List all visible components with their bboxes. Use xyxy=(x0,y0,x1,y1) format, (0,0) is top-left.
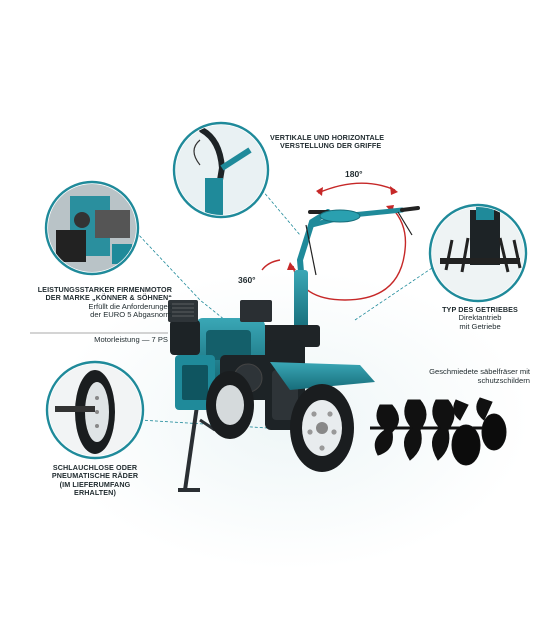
machine-body xyxy=(168,206,420,492)
gearbox-callout: TYP DES GETRIEBES Direktantrieb mit Getr… xyxy=(428,305,532,332)
wheels-line2: PNEUMATISCHE RÄDER xyxy=(51,471,139,481)
handles-title-line1: VERTIKALE UND HORIZONTALE xyxy=(270,133,385,142)
motor-detail-circle xyxy=(44,180,140,276)
motor-desc-line1: Erfüllt die Anforderungen xyxy=(88,301,172,311)
rotation-arrows xyxy=(261,182,407,301)
tiller-blades xyxy=(370,397,507,466)
motor-title-line2: DER MARKE „KÖNNER & SÖHNEN“ xyxy=(45,293,172,303)
wheels-callout: SCHLAUCHLOSE ODER PNEUMATISCHE RÄDER (IM… xyxy=(28,463,162,497)
angle-left-label: 360° xyxy=(238,275,256,285)
motor-power: Motorleistung — 7 PS xyxy=(94,335,168,344)
gearbox-desc-line1: Direktantrieb xyxy=(458,313,502,323)
rear-wheel xyxy=(290,384,354,472)
wheels-line3: (IM LIEFERUMFANG xyxy=(59,479,131,489)
motor-desc-line2: der EURO 5 Abgasnorm xyxy=(90,310,172,320)
tillers-callout: Geschmiedete säbelfräser mit schutzschil… xyxy=(396,367,530,385)
wheel-detail-circle xyxy=(45,360,145,460)
handles-detail-circle xyxy=(172,121,270,219)
wheels-line1: SCHLAUCHLOSE ODER xyxy=(52,463,138,472)
motor-title-line1: LEISTUNGSSTARKER FIRMENMOTOR xyxy=(37,285,172,294)
wheels-line4: ERHALTEN) xyxy=(74,487,116,497)
gearbox-title: TYP DES GETRIEBES xyxy=(442,305,518,314)
gearbox-detail-circle xyxy=(428,203,528,303)
motor-callout: LEISTUNGSSTARKER FIRMENMOTOR DER MARKE „… xyxy=(22,285,172,320)
handles-title-line2: VERSTELLUNG DER GRIFFE xyxy=(280,141,382,151)
front-wheel xyxy=(206,371,254,439)
handles-callout: VERTIKALE UND HORIZONTALE VERSTELLUNG DE… xyxy=(270,133,385,151)
tillers-line2: schutzschildern xyxy=(477,375,530,385)
angle-top-label: 180° xyxy=(345,169,363,179)
gearbox-desc-line2: mit Getriebe xyxy=(459,322,501,331)
tillers-line1: Geschmiedete säbelfräser mit xyxy=(429,367,530,376)
